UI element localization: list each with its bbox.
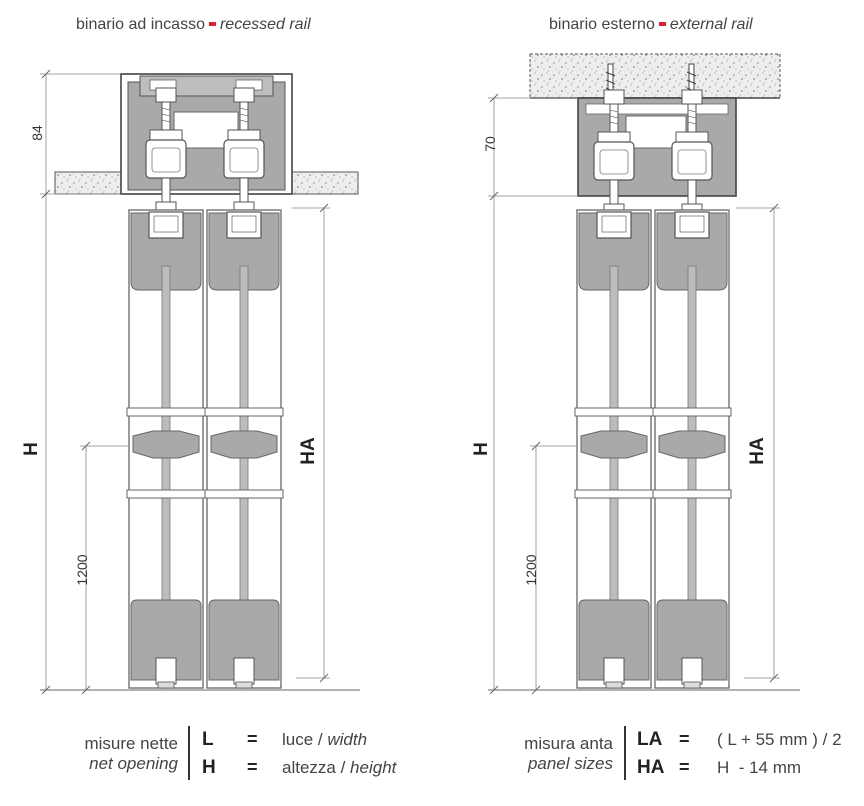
legend-left-labels: misure nette net opening	[40, 734, 178, 774]
legend-left-rows: L = luce / width H = altezza / height	[202, 729, 462, 785]
legend-row: H = altezza / height	[202, 757, 462, 785]
left-dimension-lines	[40, 73, 330, 690]
legend-left-divider	[188, 726, 190, 780]
left-dim-h: H	[21, 442, 42, 456]
right-title-italian: binario esterno	[549, 16, 655, 33]
right-external-rail	[577, 89, 737, 215]
right-panels	[574, 209, 732, 689]
right-ceiling-slab	[529, 53, 781, 99]
left-dim-ha: HA	[298, 437, 319, 465]
left-recessed-rail	[120, 73, 293, 213]
left-dim-handle: 1200	[74, 554, 90, 586]
legend-separator: /	[313, 730, 328, 749]
left-diagram-title: binario ad incasso recessed rail	[76, 16, 311, 34]
legend-row: L = luce / width	[202, 729, 462, 757]
legend-equals: =	[247, 729, 258, 749]
legend-key: LA	[637, 729, 663, 750]
legend-right-labels: misura anta panel sizes	[470, 734, 613, 774]
legend-key: H	[202, 757, 216, 778]
title-separator-dash	[208, 21, 216, 26]
legend-term-english: height	[350, 758, 397, 777]
legend-equals: =	[679, 729, 690, 749]
legend-formula: H - 14 mm	[717, 758, 802, 777]
legend-formula: ( L + 55 mm ) / 2	[717, 730, 842, 749]
legend-separator: /	[335, 758, 351, 777]
left-title-italian: binario ad incasso	[76, 16, 205, 33]
legend-equals: =	[679, 757, 690, 777]
left-panels	[126, 209, 284, 689]
right-dim-top: 70	[482, 136, 498, 152]
legend-term-italian: luce	[282, 730, 314, 749]
legend-key: HA	[637, 757, 665, 778]
left-dim-top: 84	[29, 125, 45, 141]
right-diagram-title: binario esterno external rail	[549, 16, 753, 34]
legend-left-label-italian: misure nette	[84, 734, 178, 753]
legend-right-divider	[624, 726, 626, 780]
technical-drawing	[40, 53, 800, 695]
legend-right-label-english: panel sizes	[527, 754, 613, 773]
legend-right-label-italian: misura anta	[524, 734, 613, 753]
legend-row: LA = ( L + 55 mm ) / 2	[637, 729, 859, 757]
legend-row: HA = H - 14 mm	[637, 757, 859, 785]
legend-right-rows: LA = ( L + 55 mm ) / 2 HA = H - 14 mm	[637, 729, 859, 785]
right-dim-handle: 1200	[523, 554, 539, 586]
title-separator-dash	[658, 21, 666, 26]
legend-equals: =	[247, 757, 258, 777]
right-dim-ha: HA	[747, 437, 768, 465]
legend-term-english: width	[327, 730, 368, 749]
right-dim-h: H	[471, 442, 492, 456]
legend-key: L	[202, 729, 214, 750]
left-title-english: recessed rail	[219, 16, 311, 33]
right-title-english: external rail	[669, 16, 753, 33]
legend-left-label-english: net opening	[89, 754, 178, 773]
legend-term-italian: altezza	[282, 758, 336, 777]
